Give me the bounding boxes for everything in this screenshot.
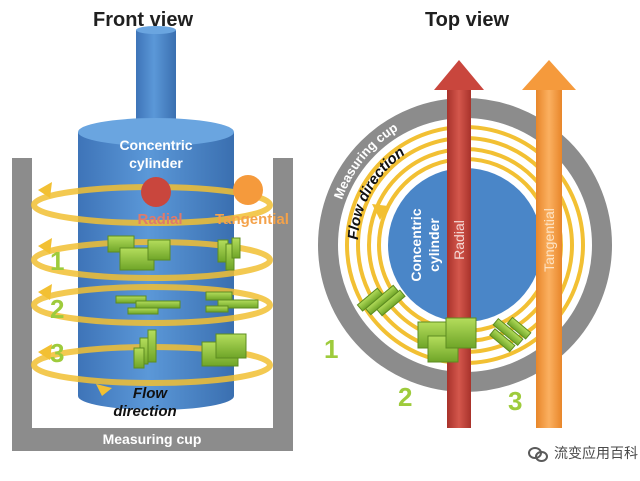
radial-dot [141, 177, 171, 207]
front-view-title: Front view [93, 9, 193, 31]
concentric-cylinder-front [78, 132, 234, 410]
top-cylinder-label-2: cylinder [426, 218, 442, 272]
watermark: 流变应用百科 [528, 443, 638, 463]
front-flow-label-2: direction [113, 403, 176, 420]
front-flow-label-1: Flow [133, 385, 168, 402]
front-cylinder-label-1: Concentric [119, 137, 192, 153]
top-number-1: 1 [324, 334, 338, 364]
front-number-2: 2 [50, 294, 64, 324]
front-radial-label: Radial [137, 211, 182, 228]
tangential-arrow [522, 60, 576, 428]
watermark-text: 流变应用百科 [554, 446, 638, 462]
wechat-icon [528, 446, 548, 462]
front-flow-arrow [96, 384, 112, 396]
front-number-1: 1 [50, 246, 64, 276]
top-cylinder-label-1: Concentric [408, 208, 424, 281]
front-tangential-label: Tangential [215, 211, 289, 228]
front-number-3: 3 [50, 338, 64, 368]
top-number-3: 3 [508, 386, 522, 416]
top-number-2: 2 [398, 382, 412, 412]
tangential-dot [233, 175, 263, 205]
cylinder-shaft [136, 30, 176, 130]
front-particles [107, 235, 259, 369]
front-cup-label: Measuring cup [103, 431, 202, 447]
front-cylinder-label-2: cylinder [129, 155, 183, 171]
top-particles [356, 284, 532, 363]
top-view-title: Top view [425, 9, 510, 31]
top-tangential-label: Tangential [541, 208, 557, 272]
radial-arrow [434, 60, 484, 428]
top-radial-label: Radial [451, 220, 467, 260]
